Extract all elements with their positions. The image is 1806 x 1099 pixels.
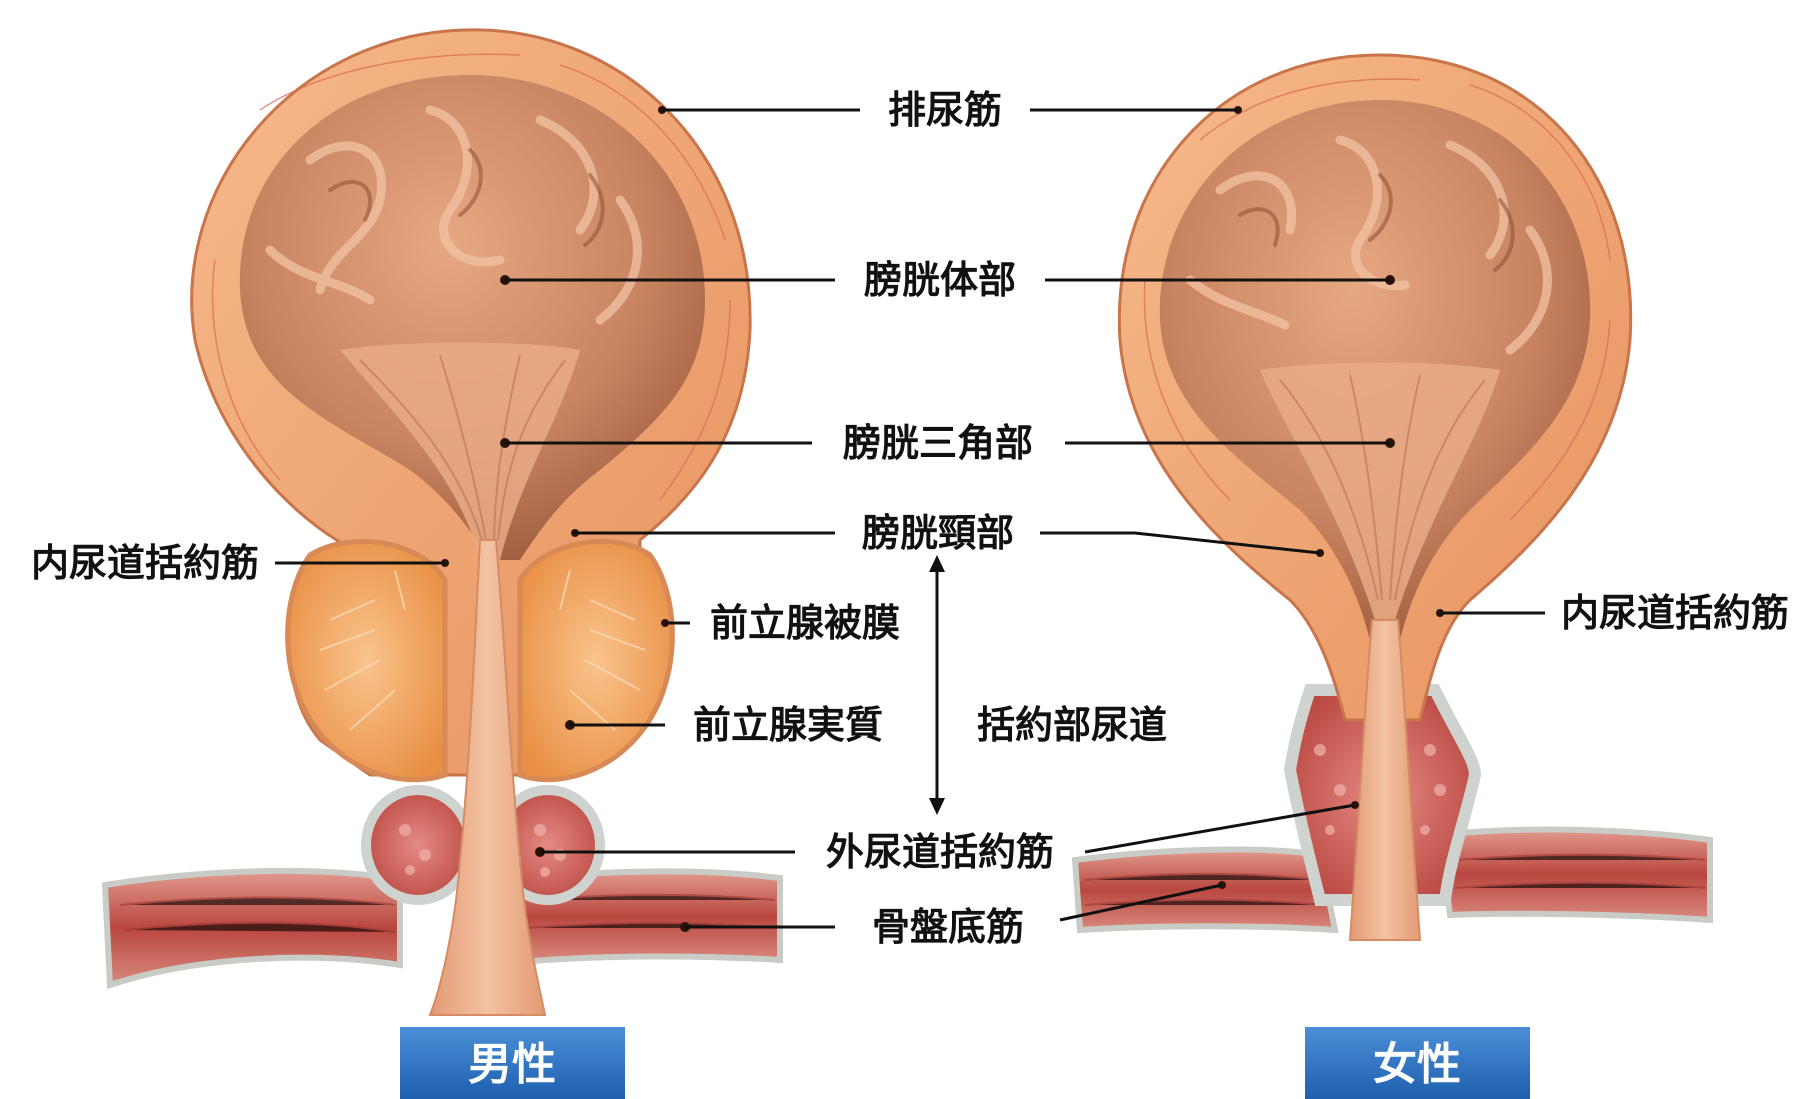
label-prostate-parenchyma: 前立腺実質	[693, 703, 883, 747]
male-prostate-left	[288, 541, 445, 779]
label-trigone: 膀胱三角部	[843, 421, 1033, 465]
label-internal-sphincter-male: 内尿道括約筋	[31, 541, 259, 585]
caption-male: 男性	[400, 1027, 625, 1099]
male-external-sphincter-left	[366, 790, 470, 900]
label-external-sphincter: 外尿道括約筋	[826, 830, 1054, 874]
label-detrusor: 排尿筋	[888, 88, 1002, 132]
label-pelvic-floor: 骨盤底筋	[872, 905, 1024, 949]
female-pelvic-floor-muscle-right	[1440, 830, 1710, 920]
label-bladder-neck: 膀胱頸部	[862, 511, 1014, 555]
label-prostate-capsule: 前立腺被膜	[710, 601, 900, 645]
caption-male-text: 男性	[468, 1039, 556, 1090]
female-bladder-illustration	[1075, 55, 1710, 940]
caption-female-text: 女性	[1373, 1039, 1461, 1090]
caption-female: 女性	[1305, 1027, 1530, 1099]
label-bladder-body: 膀胱体部	[864, 258, 1016, 302]
label-sphincteric-urethra: 括約部尿道	[977, 703, 1167, 747]
male-bladder-illustration	[105, 30, 780, 1015]
male-prostate-right	[520, 541, 672, 779]
label-internal-sphincter-female: 内尿道括約筋	[1561, 591, 1789, 635]
